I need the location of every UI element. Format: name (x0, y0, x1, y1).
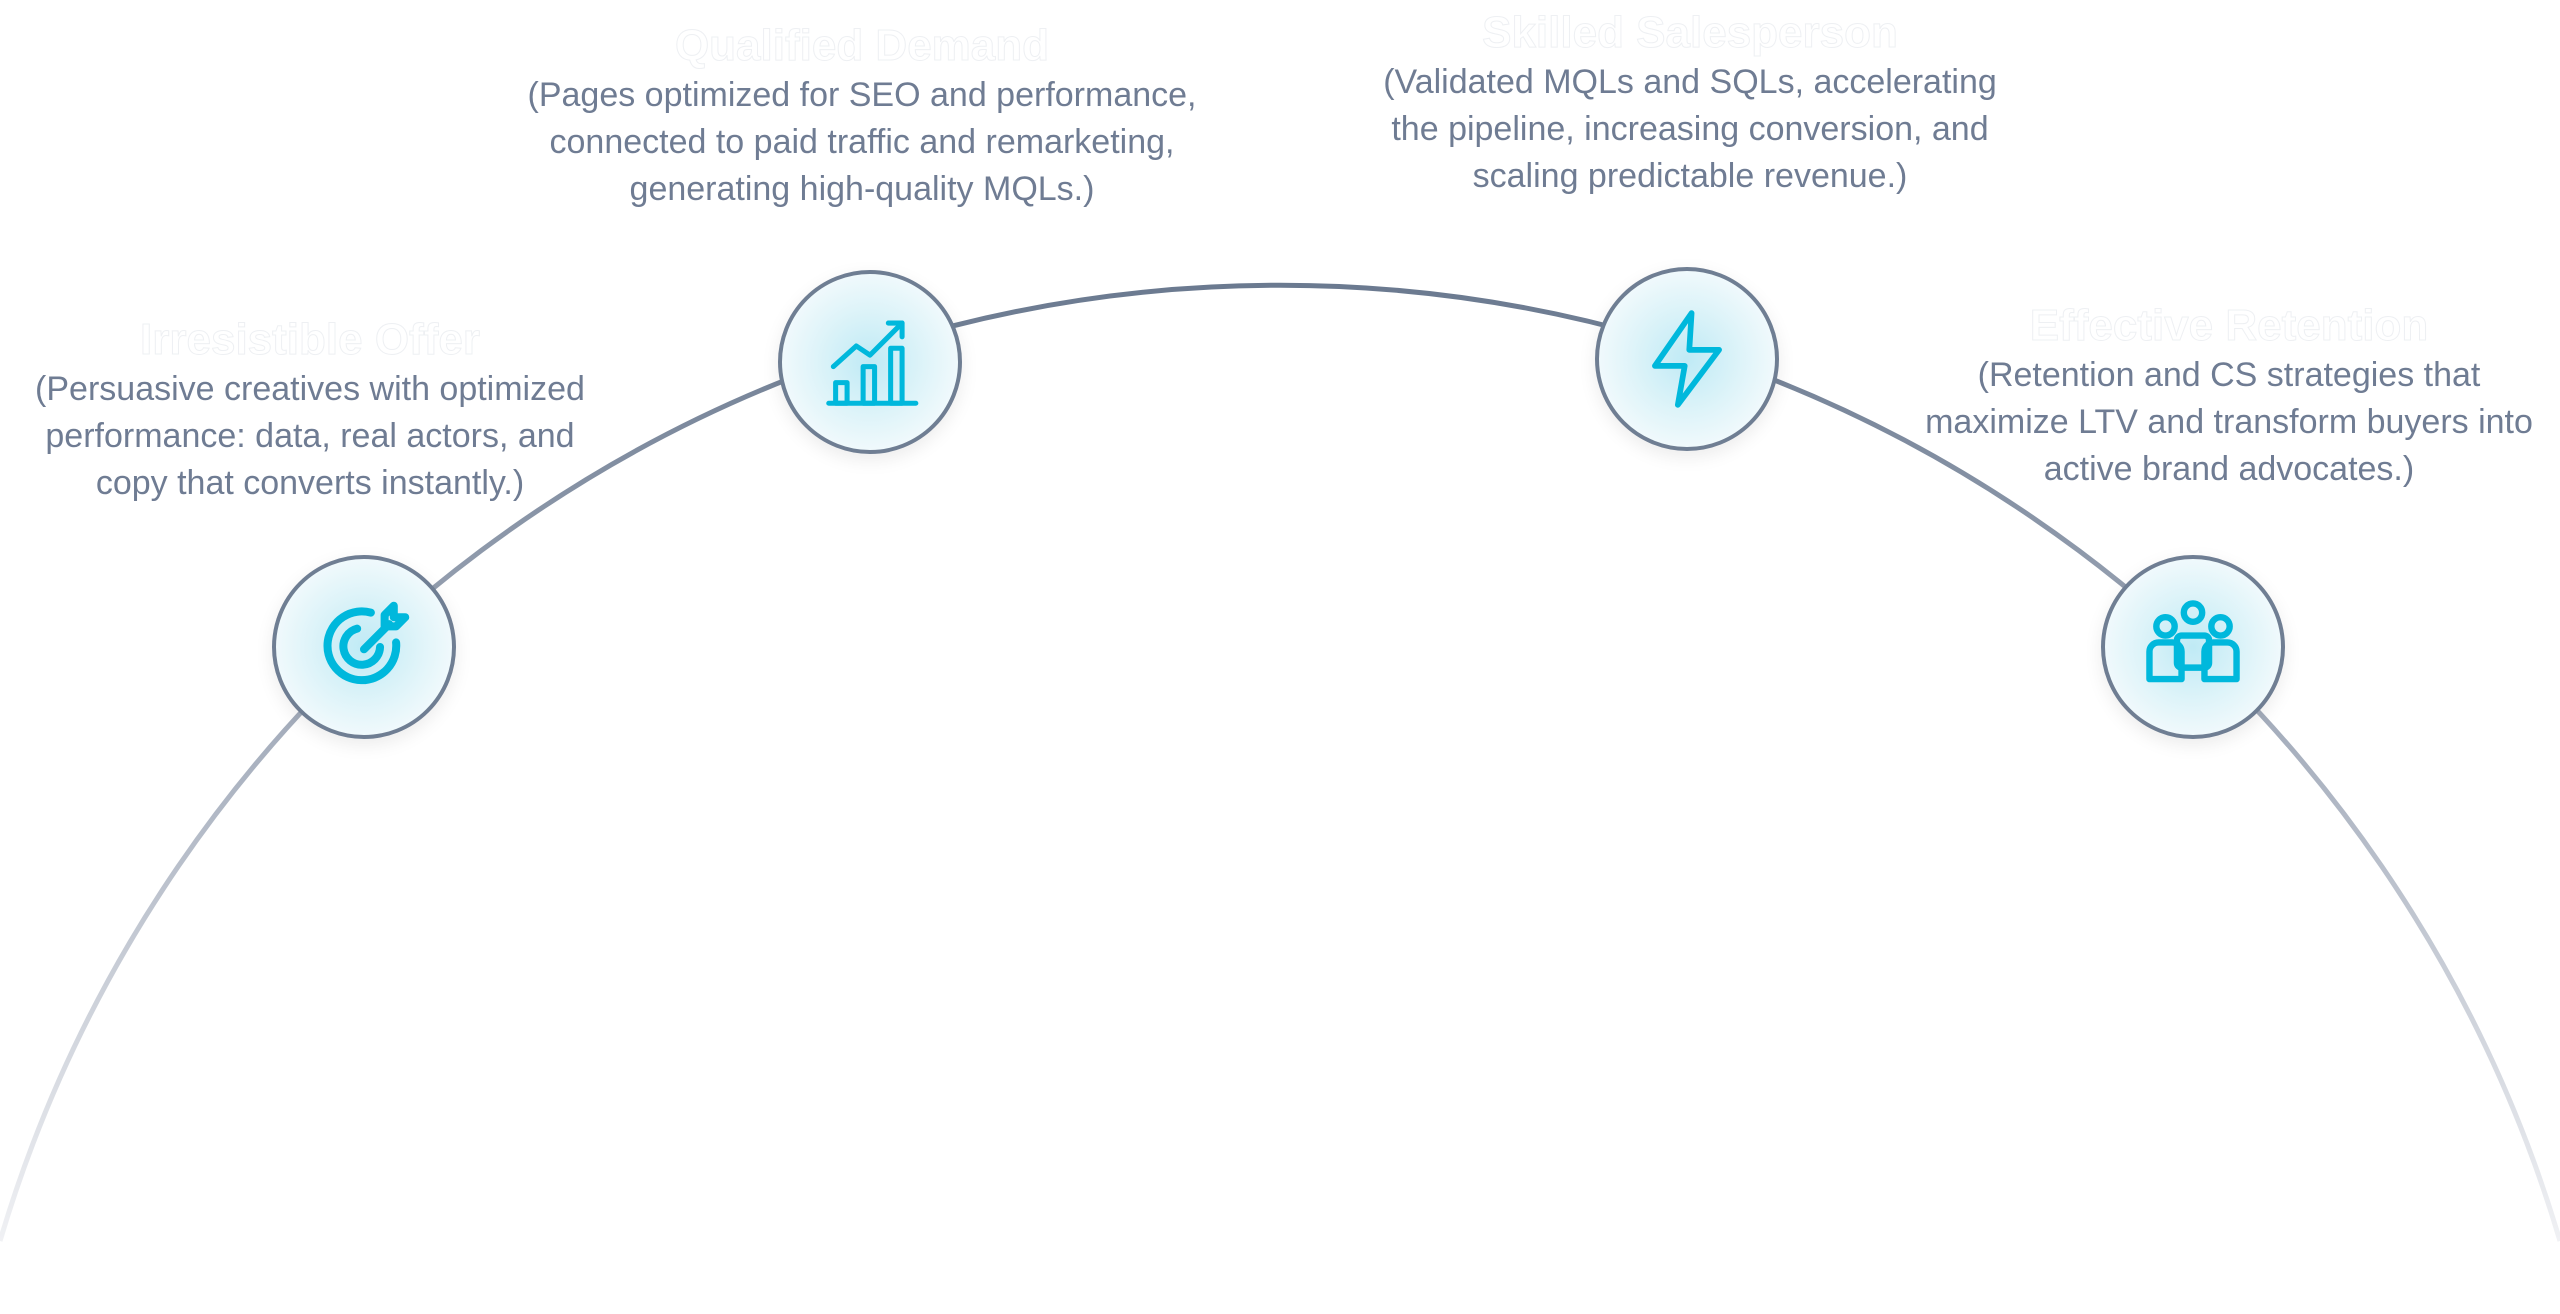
step-desc-line: connected to paid traffic and remarketin… (549, 123, 1175, 161)
step-irresistible-offer: Irresistible Offer (Persuasive creatives… (35, 314, 585, 507)
chart-growth-icon (826, 320, 919, 406)
node-qualified-demand (778, 270, 962, 454)
target-icon (323, 601, 410, 685)
step-desc-line: the pipeline, increasing conversion, and (1391, 110, 1989, 148)
node-irresistible-offer (272, 555, 456, 739)
step-desc-line: maximize LTV and transform buyers into (1925, 403, 2533, 441)
step-desc-line: generating high-quality MQLs.) (629, 170, 1095, 208)
node-effective-retention (2101, 555, 2285, 739)
step-title: Effective Retention (2029, 301, 2429, 351)
step-desc-line: (Pages optimized for SEO and performance… (527, 76, 1197, 114)
step-desc-line: (Retention and CS strategies that (1977, 356, 2481, 394)
step-title: Irresistible Offer (140, 315, 481, 365)
node-skilled-salesperson (1595, 267, 1779, 451)
step-desc-line: (Validated MQLs and SQLs, accelerating (1383, 63, 1997, 101)
step-title: Skilled Salesperson (1482, 8, 1899, 58)
step-desc-line: scaling predictable revenue.) (1472, 157, 1908, 195)
lightning-icon (1652, 310, 1722, 408)
step-qualified-demand: Qualified Demand (Pages optimized for SE… (528, 20, 1197, 213)
step-desc-line: (Persuasive creatives with optimized (35, 370, 585, 408)
step-effective-retention: Effective Retention (Retention and CS st… (1925, 300, 2533, 493)
step-desc-line: active brand advocates.) (2043, 450, 2415, 488)
step-skilled-salesperson: Skilled Salesperson (Validated MQLs and … (1383, 7, 1997, 200)
team-icon (2146, 600, 2240, 683)
step-desc-line: performance: data, real actors, and (45, 417, 575, 455)
step-desc-line: copy that converts instantly.) (95, 464, 525, 502)
step-title: Qualified Demand (674, 21, 1050, 71)
